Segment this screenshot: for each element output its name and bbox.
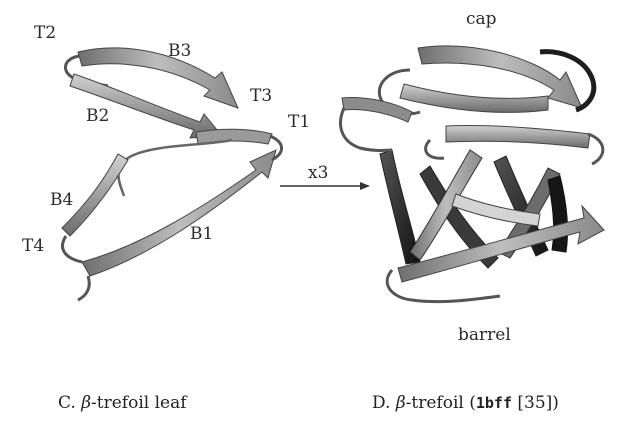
caption-d-ref: [35]) [512,393,559,413]
caption-d-text: -trefoil ( [406,393,476,413]
label-t1: T1 [288,112,310,132]
strand-b3 [78,48,238,108]
leaf-structure [62,48,282,300]
caption-c-greek: β [81,393,91,413]
barrel-left-coil [341,108,392,151]
cap-strand-middle [446,125,590,148]
label-barrel: barrel [458,325,511,345]
caption-panel-d: D. β-trefoil (1bff [35]) [372,393,559,413]
cap-right-loop [588,134,603,164]
caption-d-greek: β [396,393,406,413]
label-cap: cap [466,9,497,29]
label-b2: B2 [86,106,109,126]
barrel-strand-dark-right [548,176,568,252]
label-t3: T3 [250,86,272,106]
strand-t1-segment [196,129,272,144]
caption-d-pdb: 1bff [476,394,512,412]
loop-connector [118,140,232,196]
caption-d-prefix: D. [372,393,390,413]
label-b4: B4 [50,190,73,210]
label-b1: B1 [190,224,213,244]
trefoil-structure [341,46,604,302]
label-b3: B3 [168,41,191,61]
cap-strand-second [400,84,548,112]
cap-inner-loop [426,140,444,158]
label-t4: T4 [22,236,44,256]
caption-c-prefix: C. [58,393,76,413]
arrow-label: x3 [308,163,328,183]
replication-arrow [280,182,370,190]
caption-panel-c: C. β-trefoil leaf [58,393,187,413]
cap-strand-left [342,98,412,122]
caption-c-text: -trefoil leaf [91,393,187,413]
label-t2: T2 [34,23,56,43]
